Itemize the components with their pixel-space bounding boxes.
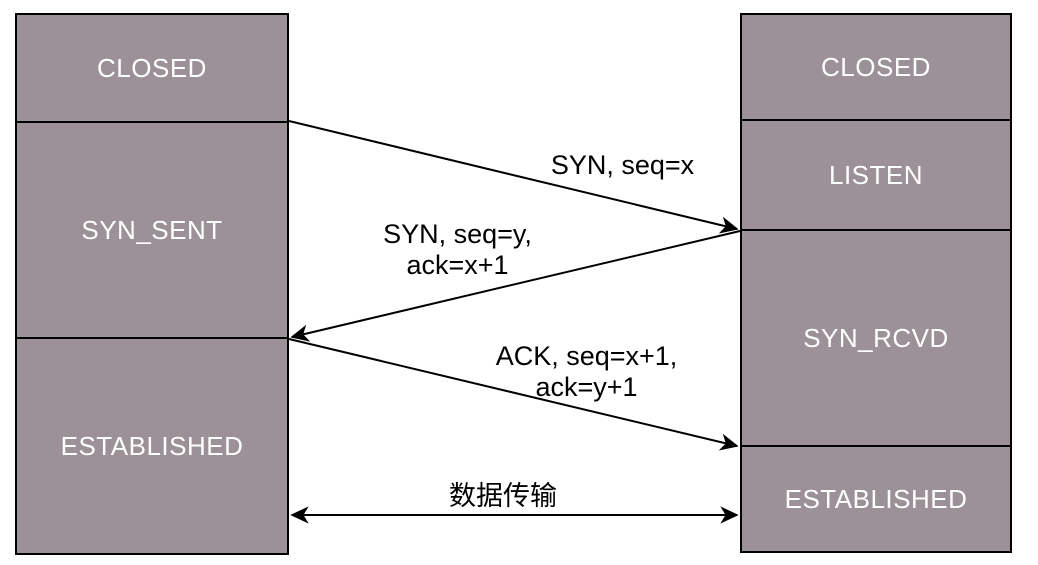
client-state-syn-sent: SYN_SENT bbox=[17, 123, 287, 339]
client-state-column: CLOSED SYN_SENT ESTABLISHED bbox=[15, 13, 289, 555]
label-line: 数据传输 bbox=[449, 481, 557, 511]
label-line: SYN, seq=x bbox=[550, 150, 695, 180]
server-state-column: CLOSED LISTEN SYN_RCVD ESTABLISHED bbox=[740, 13, 1012, 553]
syn-message-label: SYN, seq=x bbox=[520, 150, 725, 181]
label-line: ACK, seq=x+1, bbox=[495, 341, 678, 371]
state-label: SYN_RCVD bbox=[803, 322, 949, 353]
label-line: SYN, seq=y, bbox=[383, 219, 532, 249]
label-line: ack=y+1 bbox=[535, 372, 638, 402]
client-state-established: ESTABLISHED bbox=[17, 339, 287, 553]
ack-message-label: ACK, seq=x+1, ack=y+1 bbox=[484, 341, 689, 403]
state-label: CLOSED bbox=[821, 51, 931, 82]
syn-ack-message-label: SYN, seq=y, ack=x+1 bbox=[355, 219, 560, 281]
label-line: ack=x+1 bbox=[406, 250, 509, 280]
state-label: LISTEN bbox=[828, 159, 924, 190]
data-transfer-label: 数据传输 bbox=[403, 481, 603, 512]
state-label: SYN_SENT bbox=[81, 214, 223, 245]
server-state-established: ESTABLISHED bbox=[742, 447, 1010, 551]
state-label: ESTABLISHED bbox=[784, 483, 968, 514]
server-state-closed: CLOSED bbox=[742, 15, 1010, 121]
state-label: CLOSED bbox=[97, 52, 207, 83]
server-state-syn-rcvd: SYN_RCVD bbox=[742, 231, 1010, 447]
server-state-listen: LISTEN bbox=[742, 121, 1010, 231]
client-state-closed: CLOSED bbox=[17, 15, 287, 123]
state-label: ESTABLISHED bbox=[60, 430, 244, 461]
